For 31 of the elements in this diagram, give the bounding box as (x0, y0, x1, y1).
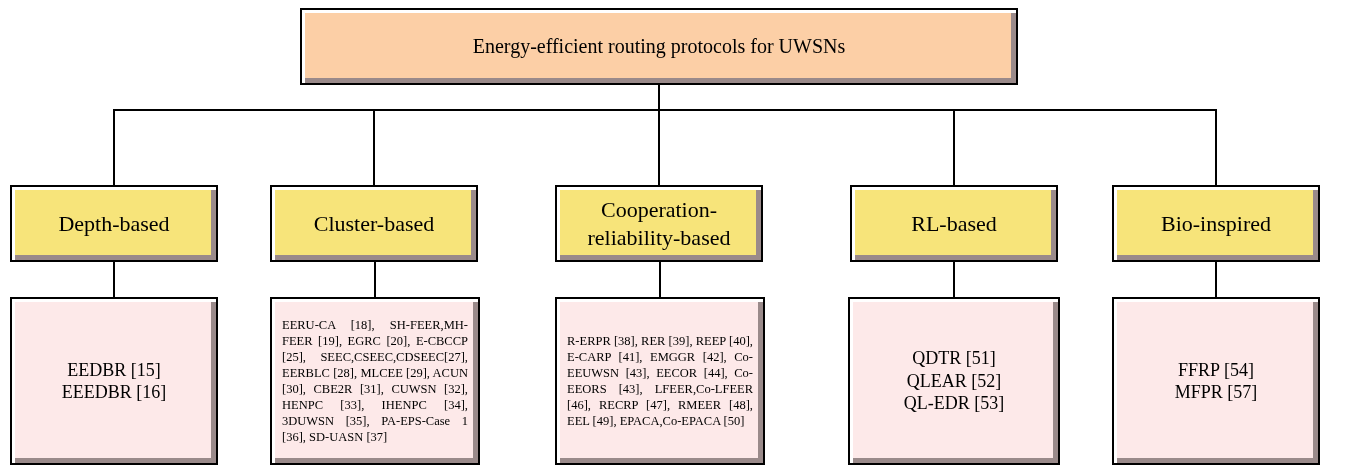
category-box (1112, 185, 1320, 262)
protocol-list-box (848, 297, 1060, 465)
connector-line (953, 261, 955, 298)
heading-text: Cooperation-reliability-based (586, 196, 732, 251)
heading-text: RL-based (911, 209, 997, 238)
heading-text: Bio-inspired (1161, 209, 1271, 238)
connector-line (659, 261, 661, 298)
category-box (10, 185, 218, 262)
connector-line (374, 261, 376, 298)
protocol-list-box (270, 297, 480, 465)
protocol-list-text: QDTR [51] (912, 347, 996, 370)
protocol-list-box (10, 297, 218, 465)
connector-line (113, 261, 115, 298)
heading-text: Depth-based (58, 209, 170, 238)
category-box (270, 185, 478, 262)
protocol-list-text: MFPR [57] (1174, 381, 1258, 404)
connector-line (1215, 261, 1217, 298)
protocol-list-box (1112, 297, 1320, 465)
category-box (555, 185, 763, 262)
heading-text: Energy-efficient routing protocols for UWSNs (472, 34, 846, 59)
protocol-list-text: QLEAR [52] (906, 369, 1002, 393)
protocol-list-box (555, 297, 765, 465)
protocol-list-text: R-ERPR [38], RER [39], REEP [40], E-CARP [41], EMGGR [42], Co-EEUWSN [43], EECOR [44], Co-EEORS [43], LFEER,Co-LFEER [46], RECRP [47], RMEER [48], EEL [49], EPACA,Co-EPACA [50] (567, 333, 753, 429)
protocol-list-text: EEEDBR [16] (61, 381, 167, 404)
protocol-list-text: FFRP [54] (1178, 358, 1254, 381)
protocol-list-text: EERU-CA [18], SH-FEER,MH-FEER [19], EGRC [20], E-CBCCP [25], SEEC,CSEEC,CDSEEC[27], EERBLC [28], MLCEE [29], ACUN [30], CBE2R [31], CUWSN [32], HENPC [33], IHENPC [34], 3DUWSN [35], PA-EPS-Case 1 [36], SD-UASN [37] (282, 317, 468, 445)
protocol-list-text: QL-EDR [53] (903, 392, 1005, 415)
heading-text: Cluster-based (313, 209, 435, 238)
root-box (300, 8, 1018, 85)
category-box (850, 185, 1058, 262)
protocol-list-text: EEDBR [15] (67, 358, 161, 381)
